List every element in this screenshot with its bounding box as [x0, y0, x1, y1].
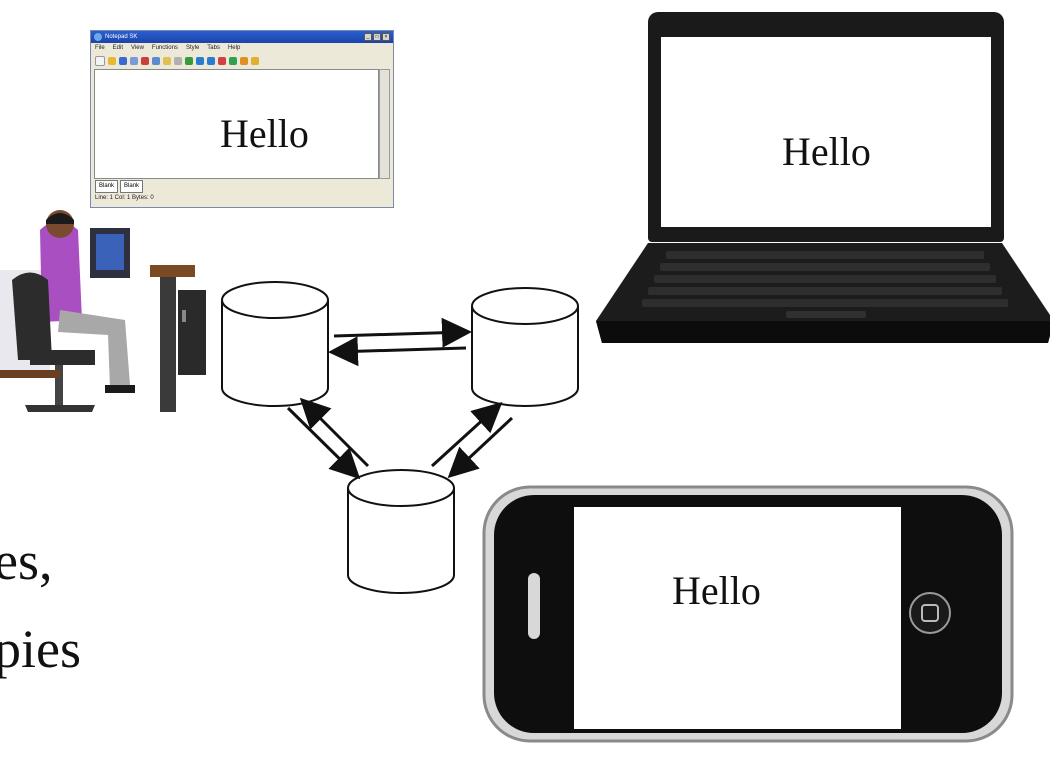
tool-icon[interactable] [218, 57, 226, 65]
cut-icon[interactable] [141, 57, 149, 65]
tab-blank-2[interactable]: Blank [120, 180, 144, 193]
settings-icon[interactable] [251, 57, 259, 65]
laptop-screen [661, 37, 991, 227]
minimize-icon[interactable]: _ [364, 33, 372, 41]
notepad-toolbar [91, 54, 393, 68]
text-fragment-2: pies [0, 619, 81, 679]
menu-tabs[interactable]: Tabs [207, 45, 220, 51]
run-icon[interactable] [229, 57, 237, 65]
phone-screen [574, 507, 901, 729]
laptop-hello-text: Hello [782, 129, 871, 174]
menu-style[interactable]: Style [185, 45, 200, 51]
print-icon[interactable] [130, 57, 138, 65]
database-icon-2 [471, 287, 579, 407]
replication-network [221, 281, 579, 594]
database-icon-1 [221, 281, 329, 407]
new-file-icon[interactable] [95, 56, 105, 66]
maximize-icon[interactable]: □ [373, 33, 381, 41]
window-icon[interactable] [196, 57, 204, 65]
notepad-statusbar: Line: 1 Col: 1 Bytes: 0 [95, 195, 154, 201]
paste-icon[interactable] [163, 57, 171, 65]
menu-edit[interactable]: Edit [112, 45, 124, 51]
find-icon[interactable] [174, 57, 182, 65]
copy-icon[interactable] [152, 57, 160, 65]
menu-help[interactable]: Help [227, 45, 241, 51]
format-icon[interactable] [240, 57, 248, 65]
laptop-icon [596, 243, 1050, 343]
open-folder-icon[interactable] [108, 57, 116, 65]
text-fragment-1: es, [0, 531, 53, 591]
notepad-title: Notepad SK [105, 34, 138, 40]
notepad-app-icon [94, 33, 102, 41]
replication-arrows [286, 317, 514, 480]
notepad-tab-bar: Blank Blank [95, 180, 144, 193]
save-icon[interactable] [119, 57, 127, 65]
tile-icon[interactable] [207, 57, 215, 65]
replace-icon[interactable] [185, 57, 193, 65]
notepad-scrollbar[interactable] [379, 69, 390, 179]
notepad-window: Notepad SK _ □ × File Edit View Function… [90, 30, 394, 208]
notepad-menubar: File Edit View Functions Style Tabs Help [91, 43, 393, 54]
phone-hello-text: Hello [672, 568, 761, 613]
window-controls: _ □ × [364, 33, 390, 41]
menu-functions[interactable]: Functions [151, 45, 178, 51]
tab-blank-1[interactable]: Blank [95, 180, 119, 193]
user-at-desk-icon [0, 210, 206, 412]
notepad-titlebar: Notepad SK _ □ × [91, 31, 393, 43]
database-icon-3 [347, 469, 455, 594]
notepad-hello-text: Hello [220, 111, 309, 156]
close-icon[interactable]: × [382, 33, 390, 41]
menu-view[interactable]: View [131, 45, 144, 51]
notepad-editor[interactable] [94, 69, 379, 179]
menu-file[interactable]: File [95, 45, 105, 51]
